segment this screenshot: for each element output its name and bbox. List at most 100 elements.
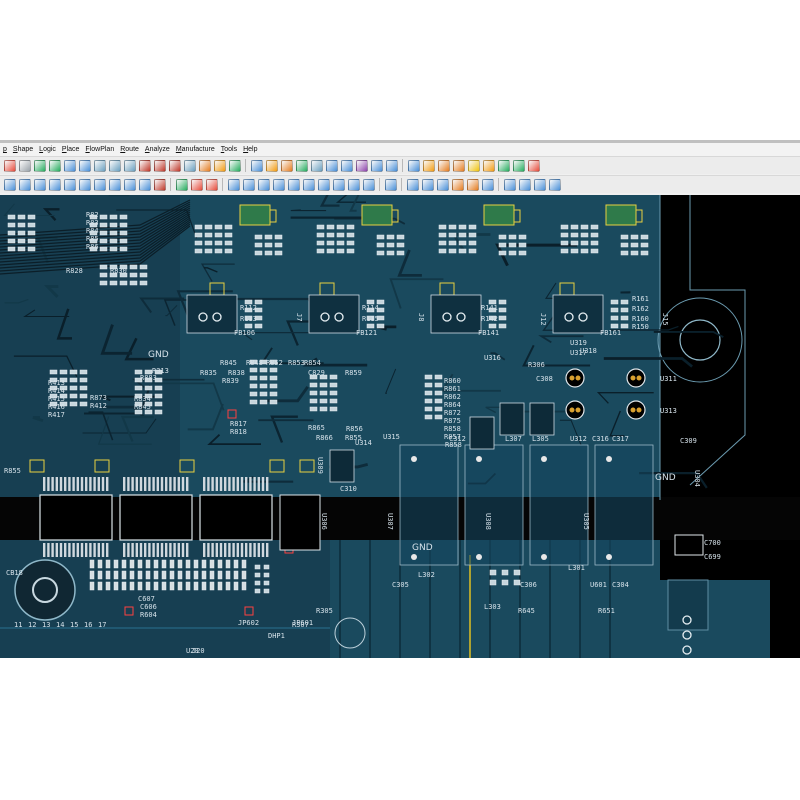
- secondary-tool-icon-13[interactable]: [190, 178, 203, 191]
- menu-logic[interactable]: Logic: [39, 146, 56, 153]
- secondary-tool-icon-27[interactable]: [384, 178, 397, 191]
- secondary-tool-icon-16[interactable]: [227, 178, 240, 191]
- secondary-tool-icon-9[interactable]: [138, 178, 151, 191]
- pad: [224, 248, 233, 254]
- main-tool-icon-3[interactable]: [48, 159, 61, 172]
- main-tool-icon-21[interactable]: [310, 159, 323, 172]
- secondary-tool-icon-24[interactable]: [347, 178, 360, 191]
- main-tool-icon-17[interactable]: [250, 159, 263, 172]
- secondary-tool-icon-30[interactable]: [421, 178, 434, 191]
- secondary-tool-icon-14[interactable]: [205, 178, 218, 191]
- ic-pin: [173, 477, 176, 491]
- secondary-tool-icon-2[interactable]: [33, 178, 46, 191]
- menu-manufacture[interactable]: Manufacture: [175, 146, 215, 153]
- main-tool-icon-20[interactable]: [295, 159, 308, 172]
- menu-shape[interactable]: Shape: [12, 146, 34, 153]
- secondary-tool-icon-34[interactable]: [481, 178, 494, 191]
- main-tool-icon-12[interactable]: [183, 159, 196, 172]
- secondary-tool-icon-12[interactable]: [175, 178, 188, 191]
- main-tool-icon-35[interactable]: [512, 159, 525, 172]
- main-tool-icon-29[interactable]: [422, 159, 435, 172]
- main-tool-icon-14[interactable]: [213, 159, 226, 172]
- main-tool-icon-31[interactable]: [452, 159, 465, 172]
- main-tool-icon-24[interactable]: [355, 159, 368, 172]
- pad: [488, 315, 497, 321]
- secondary-tool-icon-22[interactable]: [317, 178, 330, 191]
- secondary-tool-icon-33[interactable]: [466, 178, 479, 191]
- menu-p[interactable]: p: [3, 146, 7, 153]
- secondary-tool-icon-10[interactable]: [153, 178, 166, 191]
- main-tool-icon-34[interactable]: [497, 159, 510, 172]
- main-tool-icon-22[interactable]: [325, 159, 338, 172]
- secondary-tool-icon-21[interactable]: [302, 178, 315, 191]
- main-tool-icon-8[interactable]: [123, 159, 136, 172]
- main-tool-icon-11[interactable]: [168, 159, 181, 172]
- secondary-tool-icon-6[interactable]: [93, 178, 106, 191]
- secondary-tool-icon-32[interactable]: [451, 178, 464, 191]
- trace: [609, 410, 625, 437]
- menu-flowplan[interactable]: FlowPlan: [85, 146, 115, 153]
- main-tool-icon-33[interactable]: [482, 159, 495, 172]
- main-tool-icon-15[interactable]: [228, 159, 241, 172]
- main-tool-icon-23[interactable]: [340, 159, 353, 172]
- main-tool-icon-2[interactable]: [33, 159, 46, 172]
- main-tool-icon-19[interactable]: [280, 159, 293, 172]
- secondary-tool-icon-31[interactable]: [436, 178, 449, 191]
- main-tool-icon-7[interactable]: [108, 159, 121, 172]
- secondary-tool-icon-29[interactable]: [406, 178, 419, 191]
- menu-help[interactable]: Help: [243, 146, 258, 153]
- main-tool-icon-9[interactable]: [138, 159, 151, 172]
- menu-route[interactable]: Route: [120, 146, 139, 153]
- pad: [144, 377, 153, 383]
- secondary-tool-icon-17[interactable]: [242, 178, 255, 191]
- silkscreen-label: R835: [200, 369, 217, 377]
- secondary-tool-icon-36[interactable]: [503, 178, 516, 191]
- cap-pin: [630, 407, 636, 413]
- secondary-tool-icon-38[interactable]: [533, 178, 546, 191]
- pad: [560, 248, 569, 254]
- pad-row: [161, 570, 167, 580]
- secondary-tool-icon-4[interactable]: [63, 178, 76, 191]
- pad: [89, 214, 98, 220]
- secondary-tool-icon-39[interactable]: [548, 178, 561, 191]
- main-tool-icon-0[interactable]: [3, 159, 16, 172]
- secondary-tool-icon-25[interactable]: [362, 178, 375, 191]
- secondary-tool-icon-0[interactable]: [3, 178, 16, 191]
- pad: [386, 234, 395, 240]
- main-tool-icon-32[interactable]: [467, 159, 480, 172]
- menu-tools[interactable]: Tools: [220, 146, 238, 153]
- main-tool-icon-5[interactable]: [78, 159, 91, 172]
- main-tool-icon-10[interactable]: [153, 159, 166, 172]
- main-tool-icon-36[interactable]: [527, 159, 540, 172]
- main-tool-icon-30[interactable]: [437, 159, 450, 172]
- secondary-tool-icon-20[interactable]: [287, 178, 300, 191]
- main-tool-icon-25[interactable]: [370, 159, 383, 172]
- menu-place[interactable]: Place: [61, 146, 80, 153]
- main-tool-icon-4[interactable]: [63, 159, 76, 172]
- main-tool-icon-1[interactable]: [18, 159, 31, 172]
- secondary-tool-icon-8[interactable]: [123, 178, 136, 191]
- secondary-tool-icon-37[interactable]: [518, 178, 531, 191]
- silkscreen-label: J20: [192, 647, 205, 655]
- main-tool-icon-6[interactable]: [93, 159, 106, 172]
- main-tool-icon-28[interactable]: [407, 159, 420, 172]
- silkscreen-label: C699: [704, 553, 721, 561]
- menu-analyze[interactable]: Analyze: [144, 146, 170, 153]
- trace: [240, 332, 322, 341]
- main-tool-icon-13[interactable]: [198, 159, 211, 172]
- secondary-tool-icon-19[interactable]: [272, 178, 285, 191]
- main-tool-icon-18[interactable]: [265, 159, 278, 172]
- pad: [259, 399, 268, 405]
- secondary-tool-icon-1[interactable]: [18, 178, 31, 191]
- secondary-tool-icon-7[interactable]: [108, 178, 121, 191]
- secondary-tool-icon-18[interactable]: [257, 178, 270, 191]
- pad: [620, 299, 629, 305]
- pad: [458, 248, 467, 254]
- secondary-tool-icon-5[interactable]: [78, 178, 91, 191]
- main-tool-icon-26[interactable]: [385, 159, 398, 172]
- secondary-tool-icon-23[interactable]: [332, 178, 345, 191]
- secondary-tool-icon-3[interactable]: [48, 178, 61, 191]
- pad: [580, 224, 589, 230]
